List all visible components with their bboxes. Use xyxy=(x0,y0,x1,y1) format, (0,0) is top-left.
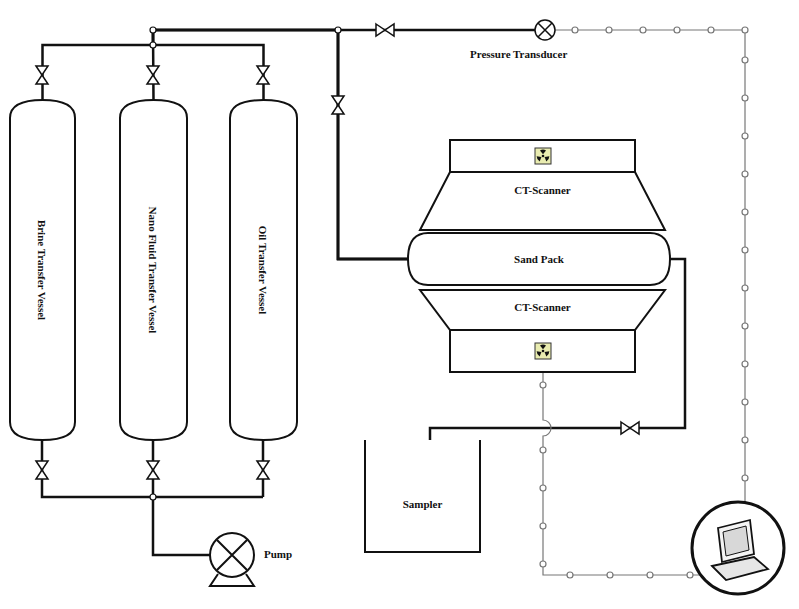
radiation-symbol xyxy=(535,148,551,164)
wire-bead xyxy=(540,523,546,529)
wire-bead xyxy=(647,572,653,578)
wire-bead xyxy=(540,447,546,453)
wire-bead xyxy=(742,247,748,253)
valve-symbol xyxy=(376,24,394,36)
junction-dot xyxy=(150,494,156,500)
part-label: Pump xyxy=(264,548,292,560)
wire-bead xyxy=(640,27,646,33)
wire-bead xyxy=(742,437,748,443)
laptop-screen xyxy=(718,520,754,562)
wire-bead xyxy=(742,27,748,33)
flow-line xyxy=(153,30,408,259)
node-outline xyxy=(420,140,665,230)
pipe xyxy=(338,29,535,32)
pump-symbol xyxy=(217,540,247,570)
sand-pack: Sand Pack xyxy=(408,233,670,285)
wire-bead xyxy=(742,171,748,177)
wire-bead xyxy=(742,361,748,367)
wire-bead xyxy=(742,57,748,63)
node-outline xyxy=(230,100,297,440)
node-outline xyxy=(408,233,670,285)
wire-bead xyxy=(708,27,714,33)
wire-bead xyxy=(674,27,680,33)
radiation-symbol xyxy=(535,343,551,359)
pump-symbol xyxy=(210,533,254,577)
wire-bead xyxy=(540,485,546,491)
laptop-keyboard xyxy=(712,557,768,580)
ct-scanner: CT-Scanner xyxy=(420,290,665,372)
junction-dot xyxy=(150,27,156,33)
valve-symbol xyxy=(257,66,269,84)
node-label: Nano Fluid Transfer Vessel xyxy=(148,207,160,334)
pressure-transducer-symbol xyxy=(538,23,552,37)
ct-scanner: CT-Scanner xyxy=(420,140,665,230)
wire-bead xyxy=(572,27,578,33)
laptop-display xyxy=(723,526,749,556)
wire-bead xyxy=(540,382,546,388)
node-outline xyxy=(365,440,480,552)
wire-bead xyxy=(687,572,693,578)
junction-dot xyxy=(335,27,341,33)
wire-bead xyxy=(742,323,748,329)
wire-bead xyxy=(742,399,748,405)
signal-wire xyxy=(543,372,701,575)
node-label: Sampler xyxy=(403,498,443,510)
computer-circle xyxy=(692,502,784,594)
valve-symbol xyxy=(621,422,639,434)
wire-bead xyxy=(742,209,748,215)
valve-symbol xyxy=(257,461,269,479)
sampler-box: Sampler xyxy=(365,440,480,552)
wire-bead xyxy=(607,572,613,578)
transfer-vessel: Nano Fluid Transfer Vessel xyxy=(120,100,187,440)
node-label: Brine Transfer Vessel xyxy=(37,220,49,320)
flow-line xyxy=(430,259,685,440)
valve-symbol xyxy=(147,461,159,479)
node-label: Sand Pack xyxy=(514,253,564,265)
wire-bead xyxy=(742,475,748,481)
junction-dot xyxy=(150,42,156,48)
transfer-vessel: Brine Transfer Vessel xyxy=(10,100,75,440)
wire-bead xyxy=(567,572,573,578)
signal-wire xyxy=(555,30,745,502)
flow-line xyxy=(153,30,408,259)
node-label: CT-Scanner xyxy=(514,184,570,196)
part-label: Pressure Transducer xyxy=(470,48,567,60)
valve-symbol xyxy=(332,96,344,114)
node-label: CT-Scanner xyxy=(514,301,570,313)
node-label: Oil Transfer Vessel xyxy=(258,226,270,315)
wire-bead xyxy=(742,95,748,101)
flow-line xyxy=(43,30,409,259)
valve-symbol xyxy=(147,66,159,84)
valve-symbol xyxy=(36,66,48,84)
node-outline xyxy=(10,100,75,440)
wire-bead xyxy=(742,285,748,291)
node-outline xyxy=(120,100,187,440)
pressure-transducer-symbol xyxy=(535,20,555,40)
transfer-vessel: Oil Transfer Vessel xyxy=(230,100,297,440)
wire-bead xyxy=(540,561,546,567)
wire-bead xyxy=(742,133,748,139)
wire-bead xyxy=(606,27,612,33)
node-outline xyxy=(420,290,665,372)
valve-symbol xyxy=(36,461,48,479)
node-outline xyxy=(365,440,480,552)
